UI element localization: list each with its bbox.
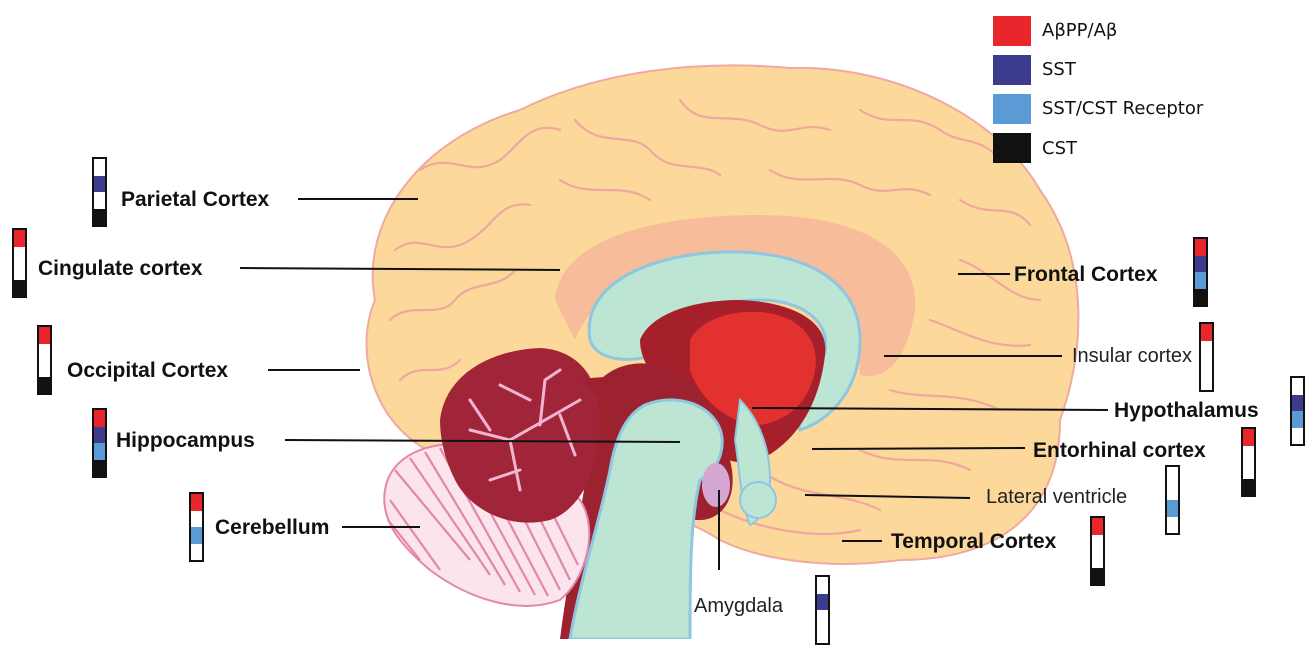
bar-segment-sst-cst-receptor — [1292, 411, 1303, 428]
bar-segment-abpp — [94, 410, 105, 427]
bar-segment-white — [1243, 446, 1254, 463]
bar-occipital-cortex — [37, 325, 52, 395]
label-amygdala: Amygdala — [694, 596, 783, 616]
label-lateral-ventricle: Lateral ventricle — [986, 487, 1127, 507]
legend-label-abpp: AβPP/Aβ — [1042, 22, 1117, 40]
bar-hippocampus — [92, 408, 107, 478]
bar-segment-abpp — [14, 230, 25, 247]
bar-segment-abpp — [191, 494, 202, 511]
bar-segment-white — [1092, 551, 1103, 568]
bar-segment-white — [1292, 428, 1303, 445]
bar-segment-white — [94, 192, 105, 209]
bar-segment-abpp — [1243, 429, 1254, 446]
bar-lateral-ventricle — [1165, 465, 1180, 535]
bar-segment-white — [1243, 462, 1254, 479]
label-occipital-cortex: Occipital Cortex — [67, 360, 228, 381]
legend-swatch-cst — [993, 133, 1031, 163]
bar-parietal-cortex — [92, 157, 107, 227]
bar-segment-cst — [1092, 568, 1103, 585]
bar-segment-cst — [94, 209, 105, 226]
bar-insular-cortex — [1199, 322, 1214, 392]
bar-segment-abpp — [1195, 239, 1206, 256]
bar-segment-white — [817, 627, 828, 644]
bar-segment-sst — [1292, 395, 1303, 412]
bar-segment-white — [1201, 357, 1212, 374]
legend-swatch-sst-cst-receptor — [993, 94, 1031, 124]
bar-segment-abpp — [1201, 324, 1212, 341]
label-hypothalamus: Hypothalamus — [1114, 400, 1259, 421]
bar-segment-white — [14, 247, 25, 264]
amygdala-shape — [702, 463, 730, 507]
bar-amygdala — [815, 575, 830, 645]
bar-segment-white — [817, 577, 828, 594]
bar-segment-white — [39, 360, 50, 377]
bar-segment-sst-cst-receptor — [1195, 272, 1206, 289]
legend-swatch-abpp — [993, 16, 1031, 46]
bar-frontal-cortex — [1193, 237, 1208, 307]
legend-label-sst-cst-receptor: SST/CST Receptor — [1042, 100, 1203, 118]
bar-segment-sst-cst-receptor — [191, 527, 202, 544]
bar-segment-white — [1167, 484, 1178, 501]
bar-segment-cst — [94, 460, 105, 477]
label-entorhinal-cortex: Entorhinal cortex — [1033, 440, 1206, 461]
label-cingulate-cortex: Cingulate cortex — [38, 258, 203, 279]
bar-segment-white — [14, 263, 25, 280]
bar-segment-cst — [39, 377, 50, 394]
bar-segment-white — [1167, 467, 1178, 484]
bar-segment-white — [39, 344, 50, 361]
bar-segment-cst — [14, 280, 25, 297]
label-insular-cortex: Insular cortex — [1072, 346, 1192, 366]
bar-segment-white — [1292, 378, 1303, 395]
bar-segment-sst — [817, 594, 828, 611]
legend-swatch-sst — [993, 55, 1031, 85]
bar-segment-white — [191, 511, 202, 528]
bar-segment-abpp — [1092, 518, 1103, 535]
bar-segment-white — [191, 544, 202, 561]
bar-segment-sst-cst-receptor — [1167, 500, 1178, 517]
bar-segment-abpp — [39, 327, 50, 344]
label-temporal-cortex: Temporal Cortex — [891, 531, 1056, 552]
bar-segment-cst — [1195, 289, 1206, 306]
legend-label-cst: CST — [1042, 140, 1077, 158]
bar-segment-white — [94, 159, 105, 176]
bar-segment-cst — [1243, 479, 1254, 496]
bar-segment-sst — [94, 176, 105, 193]
label-parietal-cortex: Parietal Cortex — [121, 189, 269, 210]
bar-cingulate-cortex — [12, 228, 27, 298]
legend-label-sst: SST — [1042, 61, 1076, 79]
bar-temporal-cortex — [1090, 516, 1105, 586]
bar-segment-sst — [94, 427, 105, 444]
bar-segment-sst-cst-receptor — [94, 443, 105, 460]
label-hippocampus: Hippocampus — [116, 430, 255, 451]
bar-segment-white — [1201, 374, 1212, 391]
bar-segment-sst — [1195, 256, 1206, 273]
bar-segment-white — [1167, 517, 1178, 534]
ventricle-bulb — [740, 482, 776, 518]
bar-hypothalamus — [1290, 376, 1305, 446]
label-frontal-cortex: Frontal Cortex — [1014, 264, 1158, 285]
bar-segment-white — [1201, 341, 1212, 358]
bar-cerebellum — [189, 492, 204, 562]
bar-segment-white — [817, 610, 828, 627]
bar-entorhinal-cortex — [1241, 427, 1256, 497]
bar-segment-white — [1092, 535, 1103, 552]
label-cerebellum: Cerebellum — [215, 517, 329, 538]
